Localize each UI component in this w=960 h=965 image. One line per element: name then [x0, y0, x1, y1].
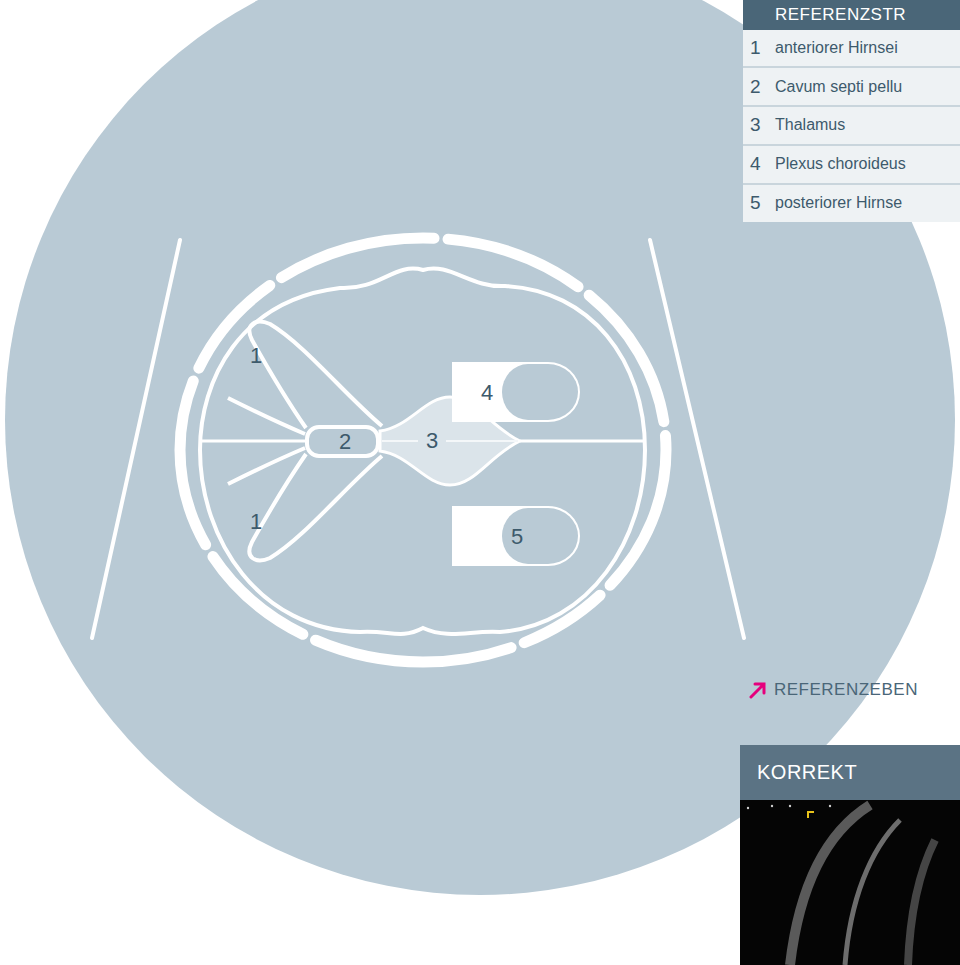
cavum-outline	[307, 427, 378, 456]
list-text: posteriorer Hirnse	[775, 194, 902, 212]
anterior-horn	[249, 322, 382, 428]
section-heading: REFERENZEBEN	[774, 680, 918, 700]
callout-number: 3	[426, 428, 438, 453]
list-panel	[743, 30, 960, 222]
plexus-inner	[502, 508, 578, 564]
list-number: 1	[750, 37, 761, 59]
list-text: Thalamus	[775, 116, 845, 134]
cavum-box: 2	[305, 425, 380, 458]
band-title: KORREKT	[757, 761, 857, 784]
list-number: 2	[750, 76, 761, 98]
callout-number: 5	[511, 524, 523, 549]
skull	[180, 238, 666, 662]
ultrasound-echo	[845, 820, 900, 965]
ultrasound-echo	[908, 840, 935, 965]
midline	[200, 440, 305, 443]
band-fill	[743, 0, 960, 30]
list-separator	[743, 66, 960, 68]
plexus-outline	[454, 508, 578, 564]
plexus-shape: 4	[452, 362, 580, 422]
list-number: 5	[750, 192, 761, 214]
midline	[520, 440, 645, 443]
horn-line	[228, 398, 305, 434]
callout-number: 4	[481, 380, 493, 405]
anterior-horn	[249, 454, 382, 560]
caliper-mark	[808, 812, 814, 818]
brain-outline	[200, 268, 645, 634]
band-fill	[740, 745, 960, 800]
plexus-shape: 5	[452, 506, 580, 566]
header-band: REFERENZSTR	[743, 0, 960, 30]
header-band: KORREKT	[740, 745, 960, 800]
ultrasound-echo	[790, 805, 870, 965]
midline	[446, 440, 518, 442]
plane-line	[92, 240, 180, 638]
callout-number: 2	[339, 429, 351, 454]
list-text: anteriorer Hirnsei	[775, 39, 898, 57]
callout-number: 1	[250, 343, 262, 368]
plexus-inner	[502, 364, 578, 420]
list-text: Plexus choroideus	[775, 155, 906, 173]
list-number: 3	[750, 114, 761, 136]
midline	[382, 440, 418, 442]
horn-line	[228, 448, 305, 484]
plexus-outline	[454, 364, 578, 420]
band-title: REFERENZSTR	[775, 5, 906, 25]
list-number: 4	[750, 153, 761, 175]
list-text: Cavum septi pellu	[775, 78, 902, 96]
list-separator	[743, 183, 960, 185]
arrow-icon	[751, 684, 764, 697]
callout-number: 1	[250, 509, 262, 534]
scale-dots	[747, 805, 831, 809]
plexus-shape	[452, 362, 580, 422]
ultrasound-image	[740, 800, 960, 965]
list-separator	[743, 105, 960, 107]
list-separator	[743, 144, 960, 146]
